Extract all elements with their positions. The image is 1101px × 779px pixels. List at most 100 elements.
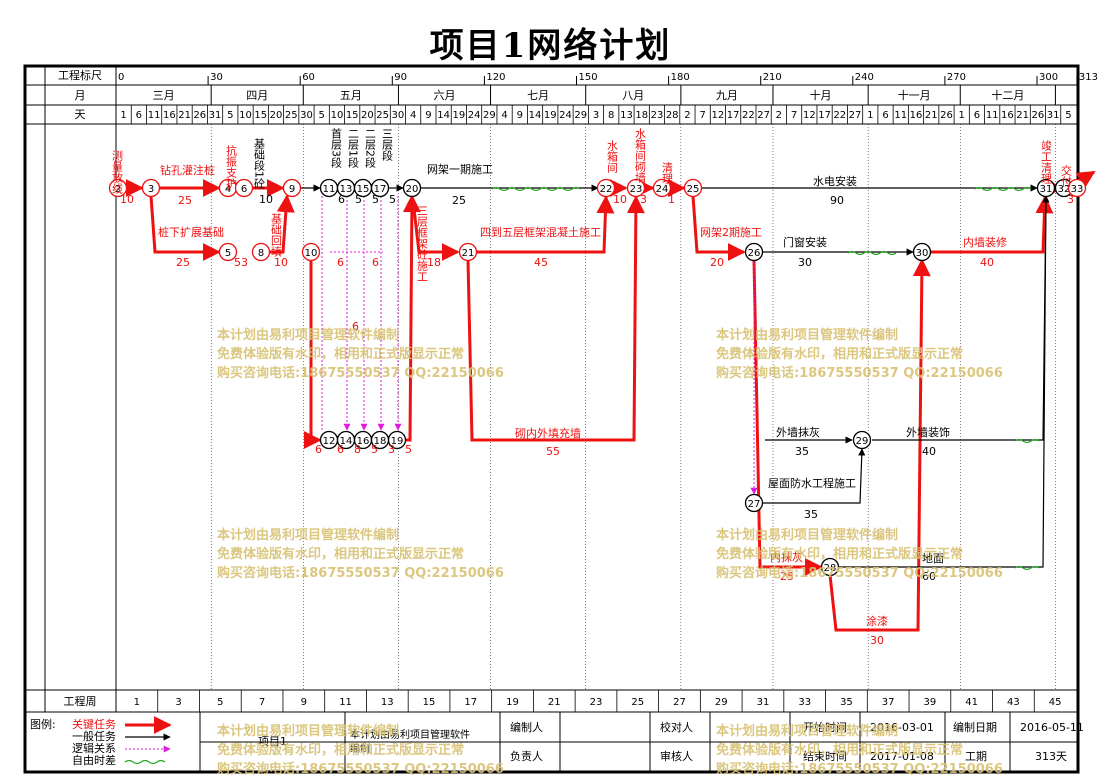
node-27: 27 [744, 493, 764, 513]
task-water-wall-dur: 3 [640, 193, 647, 206]
day-tick: 21 [1016, 110, 1029, 121]
footer-end-label: 结束时间 [803, 750, 847, 763]
day-tick: 17 [818, 110, 831, 121]
footer-start-value: 2016-03-01 [870, 721, 934, 734]
dur-k: 5 [355, 193, 362, 206]
week-tick: 25 [631, 697, 644, 708]
dur-f: 8 [354, 443, 361, 456]
task-clean-dur: 1 [668, 193, 675, 206]
day-tick: 11 [148, 110, 161, 121]
legend-normal-task: 一般任务 [72, 730, 116, 743]
day-tick: 6 [136, 110, 142, 121]
dur-l: 5 [372, 193, 379, 206]
task-ext-deco-dur: 40 [922, 445, 936, 458]
task-floor2a: 二层1段 [347, 128, 360, 169]
ruler-tick: 0 [118, 72, 124, 83]
svg-text:20: 20 [406, 184, 419, 195]
outer-frame [23, 64, 1080, 774]
task-pile-expand-dur: 25 [176, 256, 190, 269]
day-tick: 14 [529, 110, 542, 121]
task-complete-dur: 3 [1067, 193, 1074, 206]
week-tick: 41 [965, 697, 978, 708]
svg-text:15: 15 [357, 184, 370, 195]
task-roof: 屋面防水工程施工 [768, 476, 856, 490]
dur-g: 5 [371, 443, 378, 456]
day-tick: 21 [925, 110, 938, 121]
day-tick: 26 [940, 110, 953, 121]
task-survey-dur: 10 [120, 193, 134, 206]
day-tick: 16 [910, 110, 923, 121]
footer-project: 项目1 [258, 735, 287, 748]
node-19: 19 [387, 430, 407, 450]
svg-text:24: 24 [656, 184, 669, 195]
task-wall-fill-dur: 55 [546, 445, 560, 458]
ruler-tick: 150 [579, 72, 598, 83]
week-label: 工程周 [64, 695, 97, 708]
day-tick: 14 [437, 110, 450, 121]
footer-editor: 编制人 [510, 720, 543, 734]
dur-b: 6 [337, 256, 344, 269]
day-tick: 30 [392, 110, 405, 121]
month-row: 三月四月五月六月七月八月九月十月十一月十二月 [153, 85, 1056, 105]
svg-text:18: 18 [374, 436, 387, 447]
month-label: 七月 [527, 89, 549, 102]
task-ground-dur: 60 [922, 570, 936, 583]
day-tick: 16 [163, 110, 176, 121]
day-tick: 31 [209, 110, 222, 121]
svg-text:6: 6 [241, 184, 247, 195]
legend-logic: 逻辑关系 [72, 741, 116, 755]
dur-d: 6 [352, 320, 359, 333]
node-28: 28 [820, 557, 840, 577]
week-tick: 17 [464, 697, 477, 708]
svg-text:5: 5 [225, 248, 231, 259]
week-tick: 5 [217, 697, 223, 708]
day-tick: 4 [501, 110, 507, 121]
svg-text:8: 8 [258, 248, 264, 259]
day-tick: 22 [833, 110, 846, 121]
day-tick: 5 [1065, 110, 1071, 121]
task-pile-expand: 桩下扩展基础 [158, 225, 224, 239]
day-tick: 12 [803, 110, 816, 121]
week-tick: 43 [1007, 697, 1020, 708]
node-12: 12 [319, 430, 339, 450]
svg-text:21: 21 [462, 248, 475, 259]
footer-end-value: 2017-01-08 [870, 750, 934, 763]
node-25: 25 [683, 178, 703, 198]
day-tick: 24 [468, 110, 481, 121]
svg-text:31: 31 [1040, 184, 1053, 195]
day-tick: 15 [346, 110, 359, 121]
task-doors-dur: 30 [798, 256, 812, 269]
dur-c: 6 [372, 256, 379, 269]
day-tick: 10 [331, 110, 344, 121]
day-tick: 30 [300, 110, 313, 121]
dur-e: 6 [337, 443, 344, 456]
svg-text:22: 22 [600, 184, 613, 195]
day-tick: 1 [120, 110, 126, 121]
day-tick: 3 [593, 110, 599, 121]
day-tick: 31 [1047, 110, 1060, 121]
svg-text:14: 14 [340, 436, 353, 447]
svg-text:26: 26 [748, 248, 761, 259]
week-tick: 31 [757, 697, 770, 708]
svg-text:17: 17 [374, 184, 387, 195]
svg-text:2: 2 [115, 184, 121, 195]
legend-float: 自由时差 [72, 753, 116, 767]
page-title: 项目1网络计划 [429, 26, 672, 66]
legend-key-task: 关键任务 [72, 717, 116, 731]
day-tick: 11 [986, 110, 999, 121]
day-tick: 19 [452, 110, 465, 121]
task-retain-dur: 53 [234, 256, 248, 269]
task-survey: 测量放线 [111, 150, 124, 194]
ruler-tick: 270 [947, 72, 966, 83]
task-handover: 交付 [1060, 164, 1073, 188]
node-9: 9 [282, 178, 302, 198]
day-tick: 8 [608, 110, 614, 121]
task-int-plaster: 内抹灰 [770, 550, 803, 564]
week-tick: 3 [175, 697, 181, 708]
day-tick: 17 [727, 110, 740, 121]
task-floor2b: 二层2段 [364, 128, 377, 169]
week-tick: 39 [924, 697, 937, 708]
task-roof-dur: 35 [804, 508, 818, 521]
svg-text:10: 10 [305, 248, 318, 259]
